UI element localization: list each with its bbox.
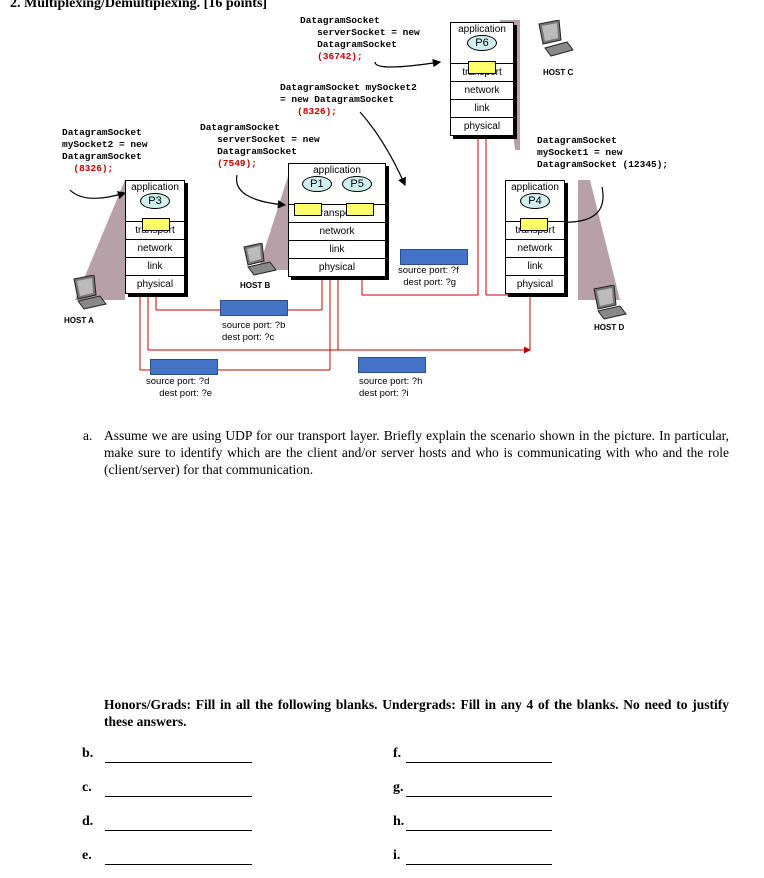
blank-f-line[interactable] — [406, 762, 552, 763]
host-b-stack: application P1 P5 transport network link… — [288, 163, 386, 277]
host-a-physical-layer: physical — [136, 279, 174, 290]
host-b-socket-p1 — [294, 203, 322, 216]
host-c-network-layer: network — [451, 82, 513, 100]
blank-c-line[interactable] — [105, 796, 252, 797]
host-b-transport-layer: transport — [289, 205, 385, 223]
host-a-label: HOST A — [64, 316, 94, 325]
blank-g-line[interactable] — [406, 796, 552, 797]
host-d-stack: application P4 transport network link ph… — [505, 180, 565, 294]
host-c-stack: application P6 transport network link ph… — [450, 22, 514, 136]
host-a-link-layer: link — [126, 258, 184, 276]
host-d-socket — [520, 218, 548, 231]
process-p3: P3 — [140, 193, 170, 209]
problem-heading: 2. Multiplexing/Demultiplexing. [16 poin… — [10, 0, 268, 11]
host-b-label: HOST B — [240, 281, 271, 290]
host-c-physical-layer: physical — [463, 121, 501, 132]
blank-h-line[interactable] — [406, 830, 552, 831]
blank-d-label: d. — [82, 814, 94, 829]
host-c-computer-icon — [538, 20, 574, 57]
blank-i-line[interactable] — [406, 864, 552, 865]
code-host-d-mysocket1: DatagramSocket mySocket1 = new DatagramS… — [537, 135, 669, 170]
process-p5: P5 — [342, 176, 372, 192]
host-d-link-layer: link — [506, 258, 564, 276]
segment-d — [150, 359, 218, 375]
blanks-instructions: Honors/Grads: Fill in all the following … — [104, 697, 729, 729]
ports-label-b-c: source port: ?b dest port: ?c — [222, 320, 286, 343]
question-a-label: a. — [83, 428, 93, 443]
host-d-label: HOST D — [594, 323, 625, 332]
host-c-label: HOST C — [543, 68, 574, 77]
question-a-text: Assume we are using UDP for our transpor… — [104, 428, 729, 477]
host-d-computer-icon — [593, 285, 627, 320]
process-p4: P4 — [520, 193, 550, 209]
host-c-application-layer: application P6 — [451, 23, 513, 64]
host-d-network-layer: network — [506, 240, 564, 258]
host-a-computer-icon — [73, 275, 107, 310]
segment-b — [220, 300, 288, 316]
host-a-application-layer: application P3 — [126, 181, 184, 222]
host-a-pillar — [75, 180, 125, 300]
host-b-application-layer: application P1 P5 — [289, 164, 385, 205]
blank-d-line[interactable] — [105, 830, 252, 831]
host-d-application-layer: application P4 — [506, 181, 564, 222]
blank-g-label: g. — [393, 780, 404, 795]
host-c-socket — [468, 61, 496, 74]
process-p1: P1 — [302, 176, 332, 192]
host-b-computer-icon — [243, 243, 277, 276]
host-b-pillar — [258, 170, 290, 270]
host-b-network-layer: network — [289, 223, 385, 241]
ports-label-f-g: source port: ?f dest port: ?g — [398, 265, 459, 288]
host-b-link-layer: link — [289, 241, 385, 259]
host-a-socket — [142, 218, 170, 231]
blank-e-label: e. — [82, 848, 92, 863]
host-a-stack: application P3 transport network link ph… — [125, 180, 185, 294]
host-d-physical-layer: physical — [516, 279, 554, 290]
host-b-socket-p5 — [346, 203, 374, 216]
code-host-b-server-socket: DatagramSocket serverSocket = new Datagr… — [200, 122, 320, 169]
blank-i-label: i. — [393, 848, 401, 863]
ports-label-d-e: source port: ?d dest port: ?e — [146, 376, 213, 399]
blank-b-label: b. — [82, 746, 94, 761]
host-b-physical-layer: physical — [318, 262, 356, 273]
blank-e-line[interactable] — [105, 864, 252, 865]
host-d-pillar — [578, 180, 620, 300]
blank-b-line[interactable] — [105, 762, 252, 763]
code-host-b-mysocket2: DatagramSocket mySocket2 = new DatagramS… — [280, 82, 417, 117]
segment-f — [400, 249, 468, 265]
ports-label-h-i: source port: ?h dest port: ?i — [359, 376, 423, 399]
host-a-network-layer: network — [126, 240, 184, 258]
blank-h-label: h. — [393, 814, 405, 829]
blank-c-label: c. — [82, 780, 92, 795]
host-c-link-layer: link — [451, 100, 513, 118]
process-p6: P6 — [467, 35, 497, 51]
code-host-c-server-socket: DatagramSocket serverSocket = new Datagr… — [300, 15, 420, 62]
blank-f-label: f. — [393, 746, 402, 761]
segment-h — [358, 357, 426, 373]
code-host-a-mysocket2: DatagramSocket mySocket2 = new DatagramS… — [62, 127, 148, 174]
